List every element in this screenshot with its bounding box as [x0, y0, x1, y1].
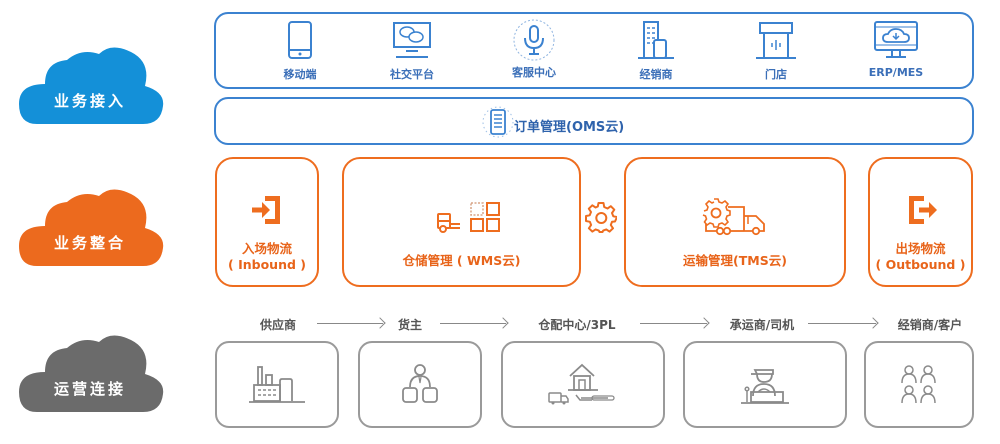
oms-panel[interactable]: 订单管理(OMS云)	[214, 97, 974, 145]
order-document-icon	[482, 106, 514, 138]
channel-label: 移动端	[283, 68, 317, 81]
flow-arrow	[440, 323, 506, 324]
module-subtitle: ( Outbound )	[875, 257, 966, 272]
customers-icon	[901, 364, 936, 403]
module-wms[interactable]: 仓储管理 ( WMS云)	[342, 157, 581, 287]
module-title: 出场物流	[895, 241, 946, 256]
exit-icon	[909, 196, 937, 224]
flow-arrow	[640, 323, 707, 324]
store-icon	[756, 22, 796, 59]
cloud-shape-icon	[19, 189, 164, 266]
cloud-download-monitor-icon	[874, 21, 918, 58]
channel-label: 社交平台	[390, 68, 434, 81]
chain-label-carrier: 承运商/司机	[729, 318, 795, 332]
channel-label: ERP/MES	[868, 66, 924, 79]
truck-gear-icon	[702, 198, 765, 236]
channel-dealer[interactable]: 经销商	[606, 20, 706, 82]
layer-label: 业务接入	[53, 92, 126, 110]
channel-mobile[interactable]: 移动端	[250, 20, 350, 82]
channel-label: 客服中心	[512, 66, 556, 79]
flow-arrow	[808, 323, 876, 324]
chain-label-owner: 货主	[397, 318, 422, 332]
chain-label-supplier: 供应商	[259, 318, 296, 332]
cloud-shape-icon	[19, 335, 164, 412]
mobile-icon	[288, 21, 312, 59]
access-channels-panel: 移动端 社交平台 客服中心	[214, 12, 974, 89]
chain-box-warehouse[interactable]	[501, 341, 665, 428]
factory-icon	[249, 365, 305, 403]
module-outbound[interactable]: 出场物流 ( Outbound )	[868, 157, 973, 287]
module-inbound[interactable]: 入场物流 ( Inbound )	[215, 157, 319, 287]
cloud-shape-icon	[19, 47, 164, 124]
layer-cloud-integration: 业务整合	[15, 182, 165, 272]
oms-label: 订单管理(OMS云)	[514, 120, 625, 135]
chain-box-carrier[interactable]	[683, 341, 847, 428]
gear-icon	[585, 202, 617, 233]
owner-org-icon	[402, 363, 438, 403]
channel-label: 门店	[765, 68, 787, 81]
channel-customer-service[interactable]: 客服中心	[484, 18, 584, 80]
chain-box-customer[interactable]	[864, 341, 974, 428]
chain-label-warehouse: 仓配中心/3PL	[538, 318, 616, 332]
layer-cloud-operation: 运营连接	[15, 328, 165, 418]
building-icon	[638, 21, 674, 59]
channel-erp-mes[interactable]: ERP/MES	[846, 20, 946, 79]
channel-store[interactable]: 门店	[726, 20, 826, 82]
layer-cloud-access: 业务接入	[15, 40, 165, 130]
warehouse-forklift-icon	[437, 202, 500, 233]
chain-box-owner[interactable]	[358, 341, 482, 428]
social-chat-icon	[393, 22, 431, 58]
enter-icon	[252, 196, 280, 224]
module-tms[interactable]: 运输管理(TMS云)	[624, 157, 846, 287]
module-title: 入场物流	[241, 241, 292, 256]
flow-arrow	[317, 323, 383, 324]
module-title: 运输管理(TMS云)	[683, 253, 787, 268]
layer-label: 运营连接	[53, 380, 126, 398]
warehouse-delivery-icon	[548, 363, 615, 404]
module-subtitle: ( Inbound )	[228, 257, 306, 272]
layer-label: 业务整合	[53, 234, 126, 252]
microphone-icon	[513, 19, 555, 61]
channel-label: 经销商	[639, 68, 673, 81]
chain-box-supplier[interactable]	[215, 341, 339, 428]
channel-social[interactable]: 社交平台	[362, 20, 462, 82]
module-title: 仓储管理 ( WMS云)	[402, 253, 521, 268]
chain-label-customer: 经销商/客户	[897, 318, 963, 332]
driver-icon	[741, 368, 789, 404]
